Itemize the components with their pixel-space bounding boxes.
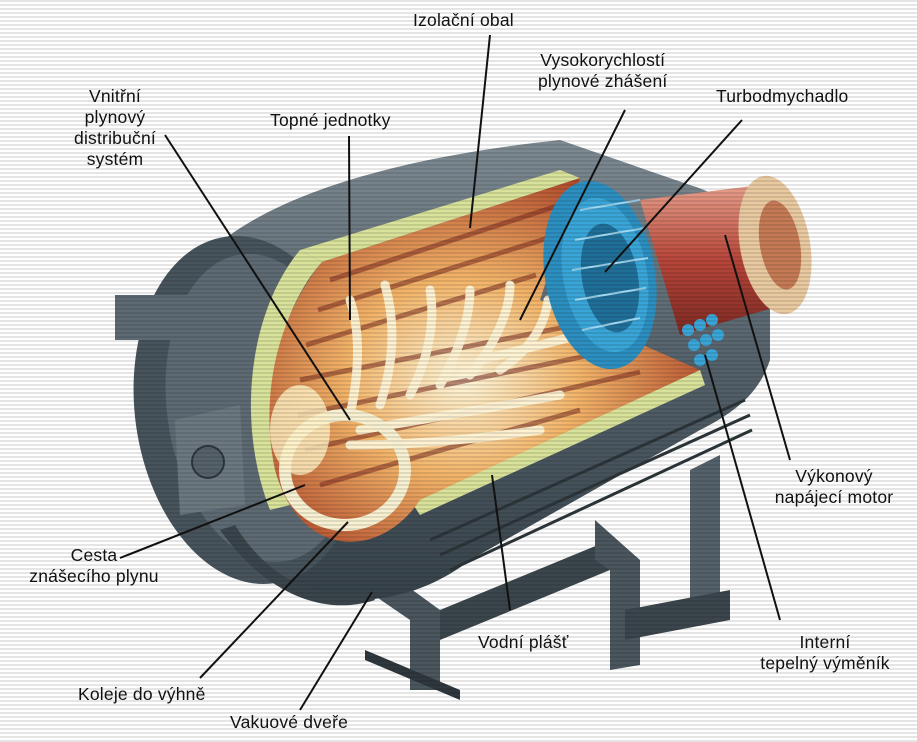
label-line: znášecího plynu bbox=[4, 566, 184, 587]
label-vykonovy-napajeci-motor: Výkonový napájecí motor bbox=[755, 466, 913, 508]
label-izolacni-obal: Izolační obal bbox=[413, 10, 514, 31]
label-line: Interní bbox=[745, 632, 905, 653]
label-interni-tepelny-vymenik: Interní tepelný výměník bbox=[745, 632, 905, 674]
label-line: tepelný výměník bbox=[745, 653, 905, 674]
label-koleje-do-vyhne: Koleje do výhně bbox=[78, 684, 206, 705]
label-vysokorychlostni-plynove-zhaseni: Vysokorychlostí plynové zhášení bbox=[538, 50, 667, 92]
label-vnitrni-plynovy-distribucni-system: Vnitřní plynový distribuční systém bbox=[50, 86, 180, 170]
label-line: Vysokorychlostí bbox=[538, 50, 667, 71]
label-topne-jednotky: Topné jednotky bbox=[270, 110, 391, 131]
label-turbodmychadlo: Turbodmychadlo bbox=[716, 86, 849, 107]
label-line: napájecí motor bbox=[755, 487, 913, 508]
label-cesta-znaseciho-plynu: Cesta znášecího plynu bbox=[4, 545, 184, 587]
label-line: Cesta bbox=[4, 545, 184, 566]
label-line: systém bbox=[50, 149, 180, 170]
label-line: distribuční bbox=[50, 128, 180, 149]
label-vodni-plast: Vodní plášť bbox=[478, 632, 569, 653]
label-vakuove-dvere: Vakuové dveře bbox=[230, 712, 348, 733]
label-line: Vnitřní bbox=[50, 86, 180, 107]
label-line: plynový bbox=[50, 107, 180, 128]
leader-topne bbox=[349, 136, 350, 320]
label-line: Výkonový bbox=[755, 466, 913, 487]
label-line: plynové zhášení bbox=[538, 71, 667, 92]
